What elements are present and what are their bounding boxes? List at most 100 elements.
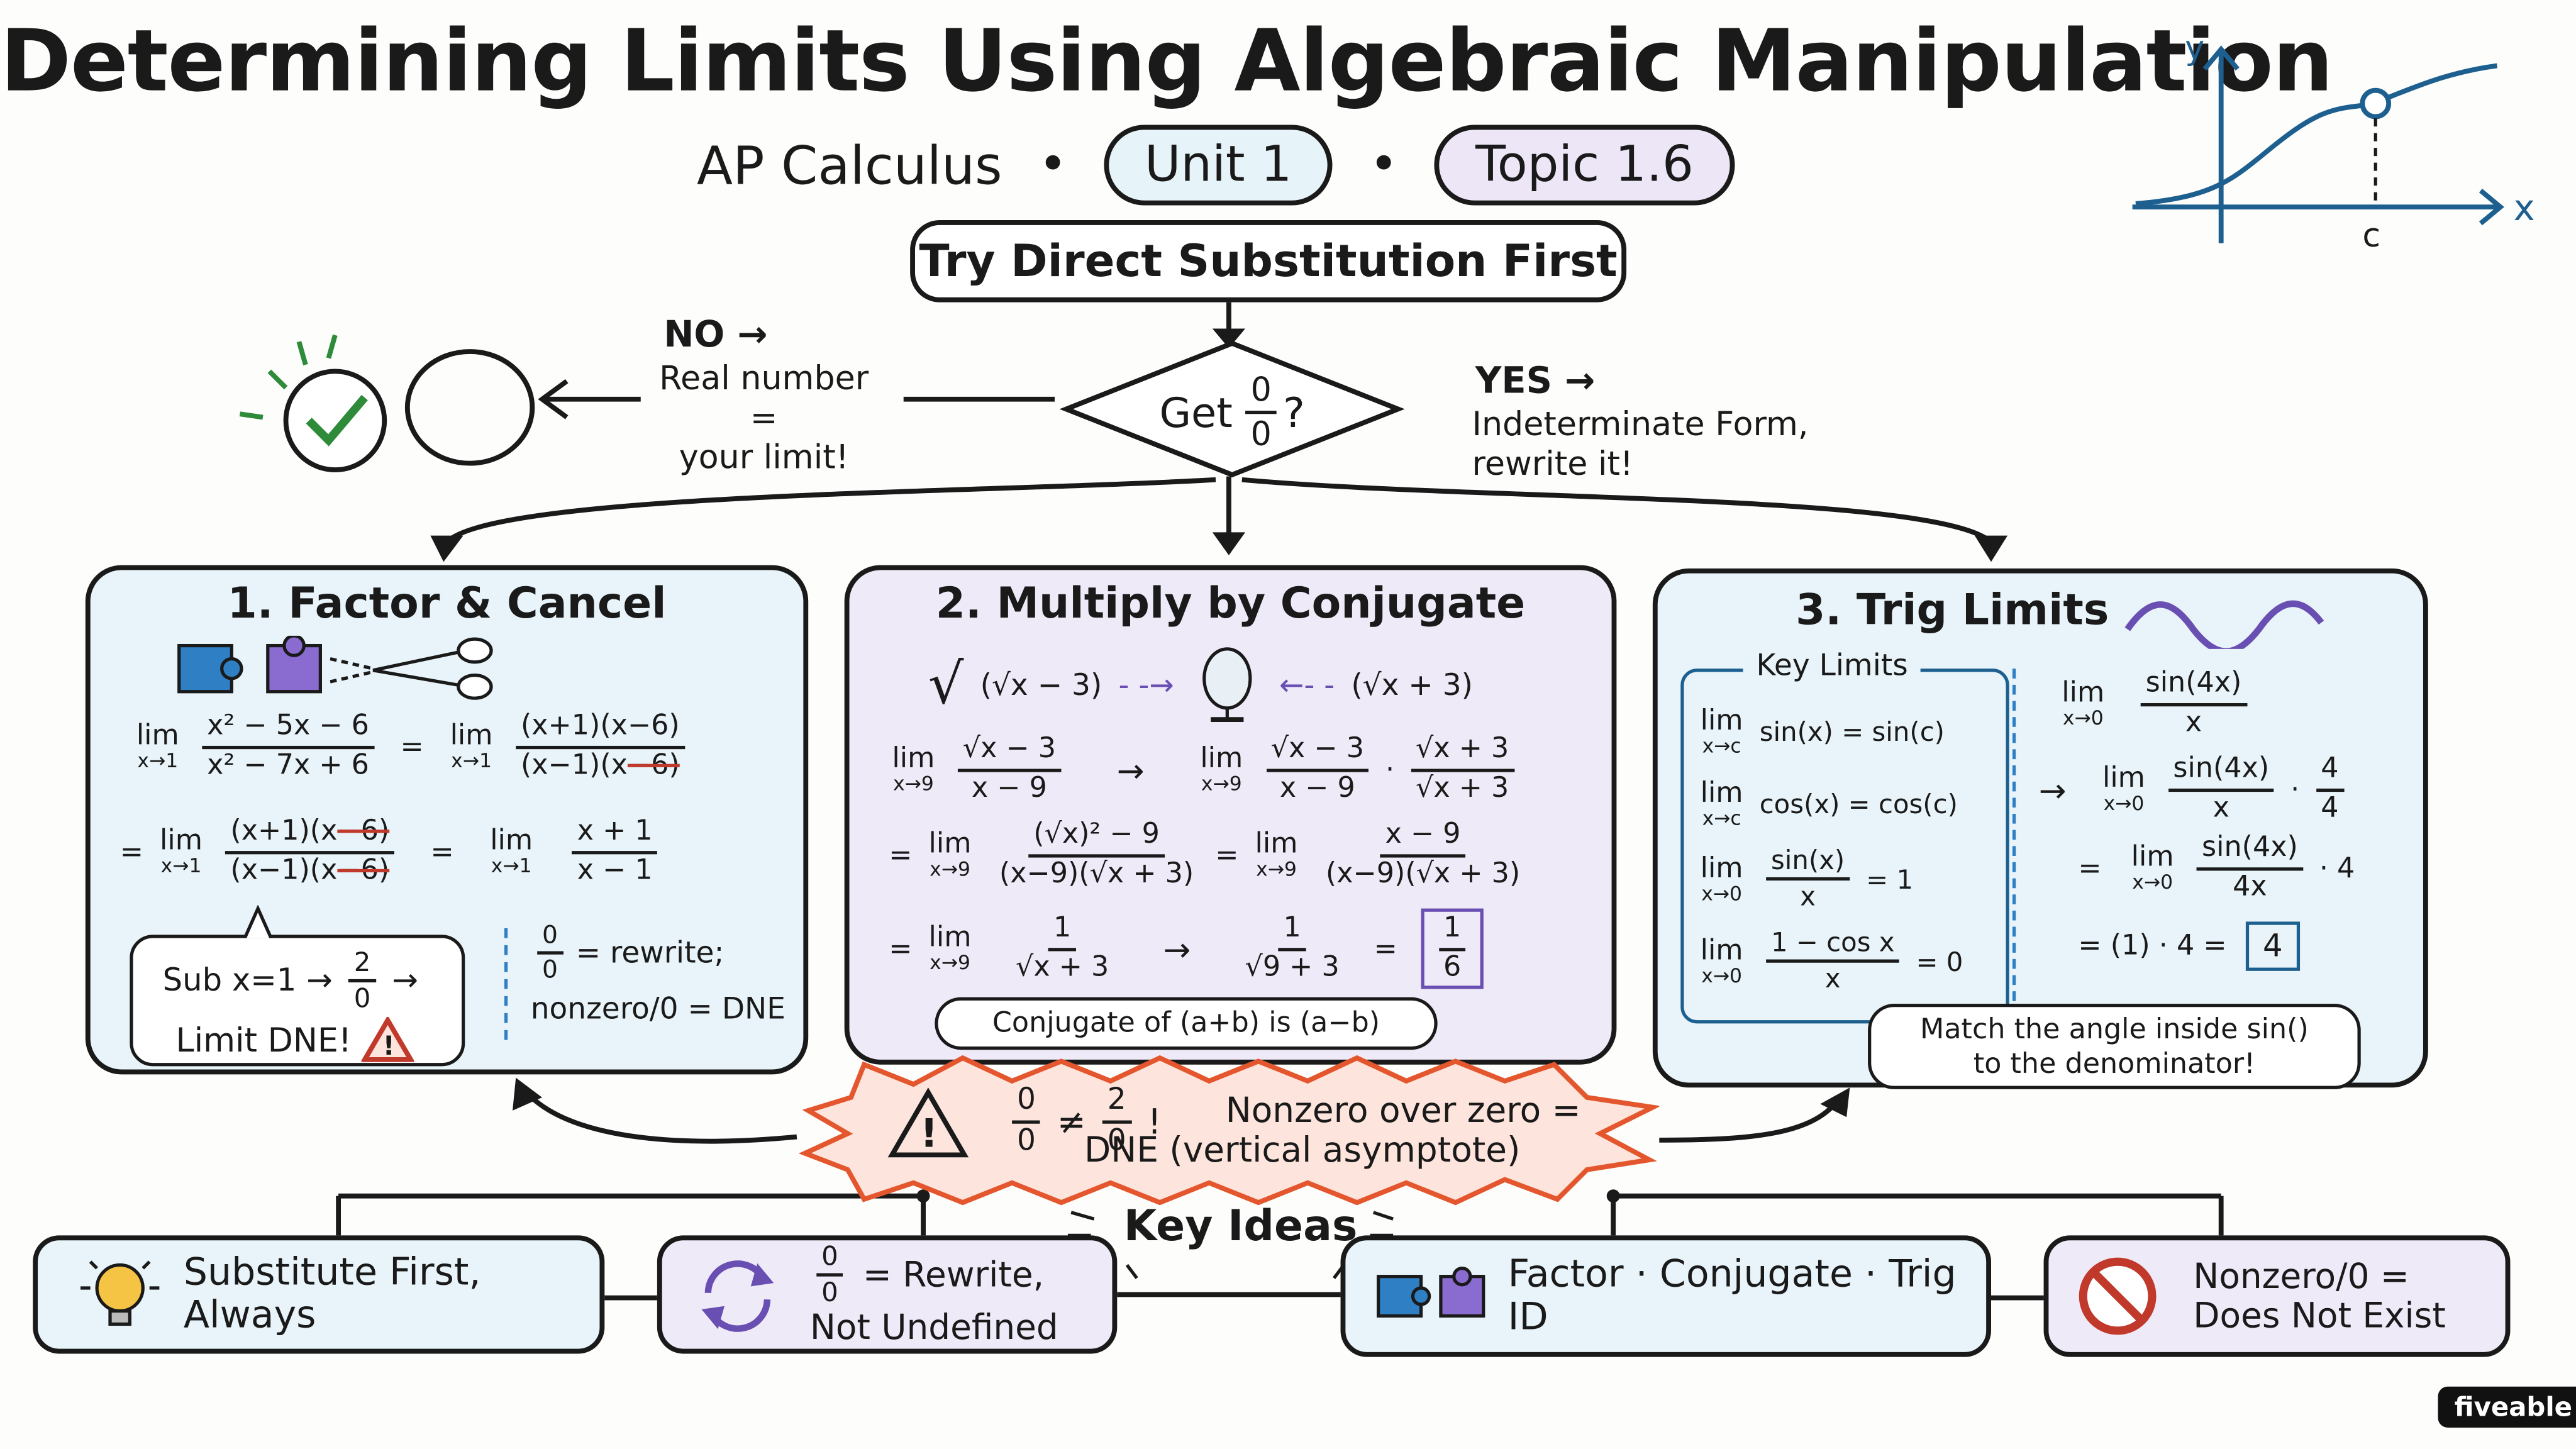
limit-result: = 0	[1916, 946, 1963, 977]
frac-num: 0	[537, 921, 563, 955]
note-text: Limit DNE!	[175, 1020, 352, 1060]
frac-den: 6	[1443, 950, 1462, 984]
no-label: NO →	[663, 315, 768, 357]
dot-operator: ·	[1385, 753, 1395, 787]
limit-result: = 1	[1866, 863, 1914, 896]
no-text: Real number = your limit!	[641, 358, 887, 476]
fraction: (x+1)(x−6)(x−1)(x−6)	[516, 711, 685, 782]
frac-den: x − 9	[971, 771, 1047, 804]
lim-sub: x→9	[1201, 772, 1242, 796]
warning-text-line2: DNE (vertical asymptote)	[1084, 1130, 1521, 1170]
refresh-icon	[701, 1260, 774, 1332]
lim-sub: x→9	[1256, 857, 1297, 881]
frac-den: x	[2212, 791, 2229, 824]
fraction: sin(4x)4x	[2197, 832, 2303, 904]
multiplier: · 4	[2319, 852, 2355, 885]
note-line1: Match the angle inside sin()	[1920, 1013, 2309, 1046]
puzzle-scissors-icon	[177, 635, 493, 700]
lim-sub: x→1	[137, 749, 179, 772]
check-circle-icon	[239, 334, 535, 473]
frac-num: (x+1)(x−6)	[225, 815, 395, 854]
yes-text-line1: Indeterminate Form,	[1472, 404, 1809, 444]
equals-sign: =	[889, 932, 913, 965]
frac-num: √x + 3	[1411, 733, 1514, 772]
frac-num: 0	[1245, 370, 1277, 414]
note-line2: Limit DNE! !	[175, 1016, 414, 1063]
svg-text:!: !	[920, 1110, 938, 1156]
frac-num: 2	[1102, 1083, 1131, 1123]
warning-icon: !	[361, 1016, 414, 1062]
decision-label: Get	[1159, 388, 1233, 436]
frac-num: 1 − cos x	[1766, 927, 1900, 963]
key-idea-text: = Rewrite,	[862, 1255, 1045, 1295]
frac-num: 0	[1012, 1083, 1041, 1123]
key-idea-methods: Factor · Conjugate · Trig ID	[1340, 1235, 1991, 1357]
equals-sign: =	[889, 838, 913, 872]
panel-title: 1. Factor & Cancel	[227, 580, 667, 630]
topic-badge: Topic 1.6	[1434, 125, 1735, 206]
den-part: (x−1)(x	[230, 853, 338, 887]
exclamation: !	[1147, 1101, 1162, 1141]
frac-den: √9 + 3	[1245, 950, 1340, 984]
frac-num: sin(4x)	[2140, 668, 2247, 706]
page-title: Determining Limits Using Algebraic Manip…	[0, 13, 2333, 112]
frac-den: x	[1824, 963, 1841, 995]
frac-num: 2	[348, 947, 376, 984]
yes-label: YES →	[1475, 361, 1596, 402]
conjugate-note: Conjugate of (a+b) is (a−b)	[935, 997, 1438, 1050]
lim-text: lim	[1700, 704, 1743, 738]
frac-num: x − 9	[1380, 819, 1466, 857]
frac-num: 0	[816, 1241, 843, 1277]
dot-operator: ·	[2290, 773, 2300, 806]
frac-den: 4x	[2233, 870, 2267, 903]
key-idea-dne: Nonzero/0 = Does Not Exist	[2043, 1235, 2511, 1357]
frac-num: sin(4x)	[2197, 832, 2303, 870]
trig-result-text: = (1) · 4 =	[2078, 930, 2227, 963]
warning-icon: !	[887, 1087, 969, 1158]
lim-text: lim	[450, 719, 493, 753]
dashed-divider	[2012, 669, 2016, 1034]
panel-conjugate: 2. Multiply by Conjugate √ (√x − 3) - -→…	[844, 565, 1617, 1065]
frac-den: 0	[542, 955, 558, 985]
frac-num: sin(x)	[1766, 845, 1850, 882]
arrow: →	[392, 963, 418, 1000]
lightbulb-icon	[80, 1260, 160, 1326]
mirror-icon	[1202, 647, 1252, 723]
graph-c-label: c	[2362, 217, 2380, 255]
key-idea-text: Substitute First, Always	[183, 1252, 481, 1338]
equals-sign: =	[2078, 852, 2102, 885]
frac-den: 0	[1250, 414, 1272, 453]
den-part: (x−1)(x	[520, 748, 628, 782]
lim-text: lim	[928, 828, 972, 861]
question-mark: ?	[1283, 388, 1305, 436]
frac-den: (x−9)(√x + 3)	[999, 857, 1194, 890]
lim-sub: x→9	[893, 772, 934, 796]
fraction: (√x)² − 9(x−9)(√x + 3)	[994, 819, 1199, 891]
frac-num: (x+1)(x−6)	[516, 711, 685, 748]
bubble-tail	[243, 905, 273, 938]
limit-text: cos(x) = cos(c)	[1759, 788, 1958, 820]
dashed-divider	[504, 928, 508, 1040]
